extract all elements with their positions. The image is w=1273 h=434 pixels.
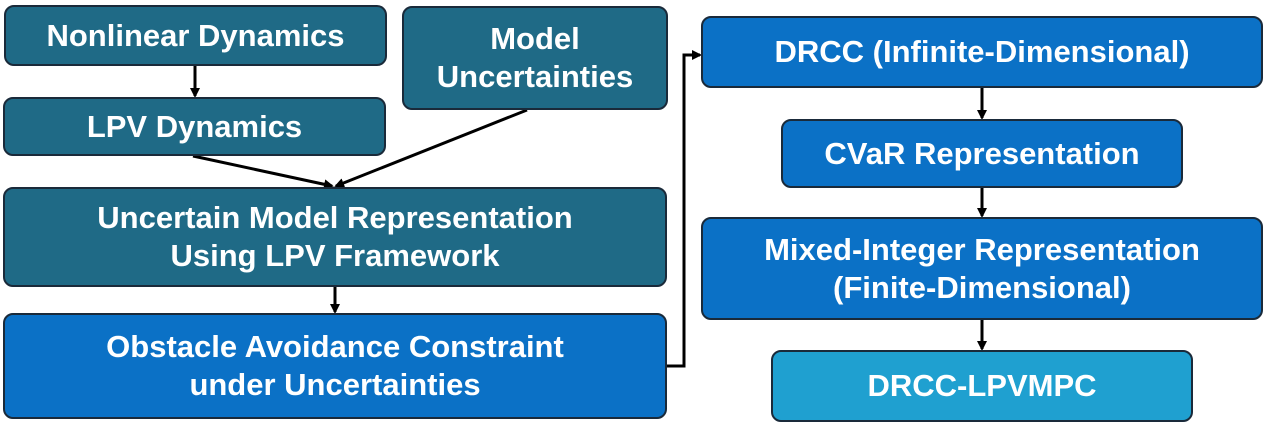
- node-uncertain-model-representation: Uncertain Model Representation Using LPV…: [3, 187, 667, 287]
- node-nonlinear-dynamics: Nonlinear Dynamics: [4, 5, 387, 66]
- node-label-line-1: Obstacle Avoidance Constraint: [106, 329, 564, 365]
- arrow-obstacle-to-drcc: [667, 50, 702, 368]
- arrow-lpv-to-uncertain-model: [192, 154, 334, 190]
- node-model-uncertainties: Model Uncertainties: [402, 6, 668, 110]
- node-mixed-integer-representation: Mixed-Integer Representation (Finite-Dim…: [701, 217, 1263, 320]
- node-drcc-lpvmpc: DRCC-LPVMPC: [771, 350, 1193, 422]
- node-label-line-2: Using LPV Framework: [170, 238, 500, 273]
- node-label: CVaR Representation: [824, 135, 1140, 171]
- node-label: DRCC (Infinite-Dimensional): [774, 34, 1190, 70]
- node-label: DRCC-LPVMPC: [867, 368, 1097, 404]
- node-label-line-2: Uncertainties: [436, 59, 634, 94]
- node-lpv-dynamics: LPV Dynamics: [3, 97, 386, 156]
- node-label-line-1: Model: [490, 21, 580, 57]
- node-drcc-infinite-dimensional: DRCC (Infinite-Dimensional): [701, 16, 1263, 88]
- node-obstacle-avoidance-constraint: Obstacle Avoidance Constraint under Unce…: [3, 313, 667, 419]
- node-cvar-representation: CVaR Representation: [781, 119, 1183, 188]
- node-label-line-1: Mixed-Integer Representation: [764, 231, 1200, 267]
- node-label-line-2: (Finite-Dimensional): [833, 269, 1131, 305]
- node-label-line-1: Uncertain Model Representation: [97, 200, 573, 236]
- node-label: Nonlinear Dynamics: [46, 17, 345, 53]
- arrow-uncertainties-to-uncertain-model: [334, 108, 528, 188]
- node-label-line-2: under Uncertainties: [189, 367, 481, 402]
- node-label: LPV Dynamics: [86, 108, 303, 144]
